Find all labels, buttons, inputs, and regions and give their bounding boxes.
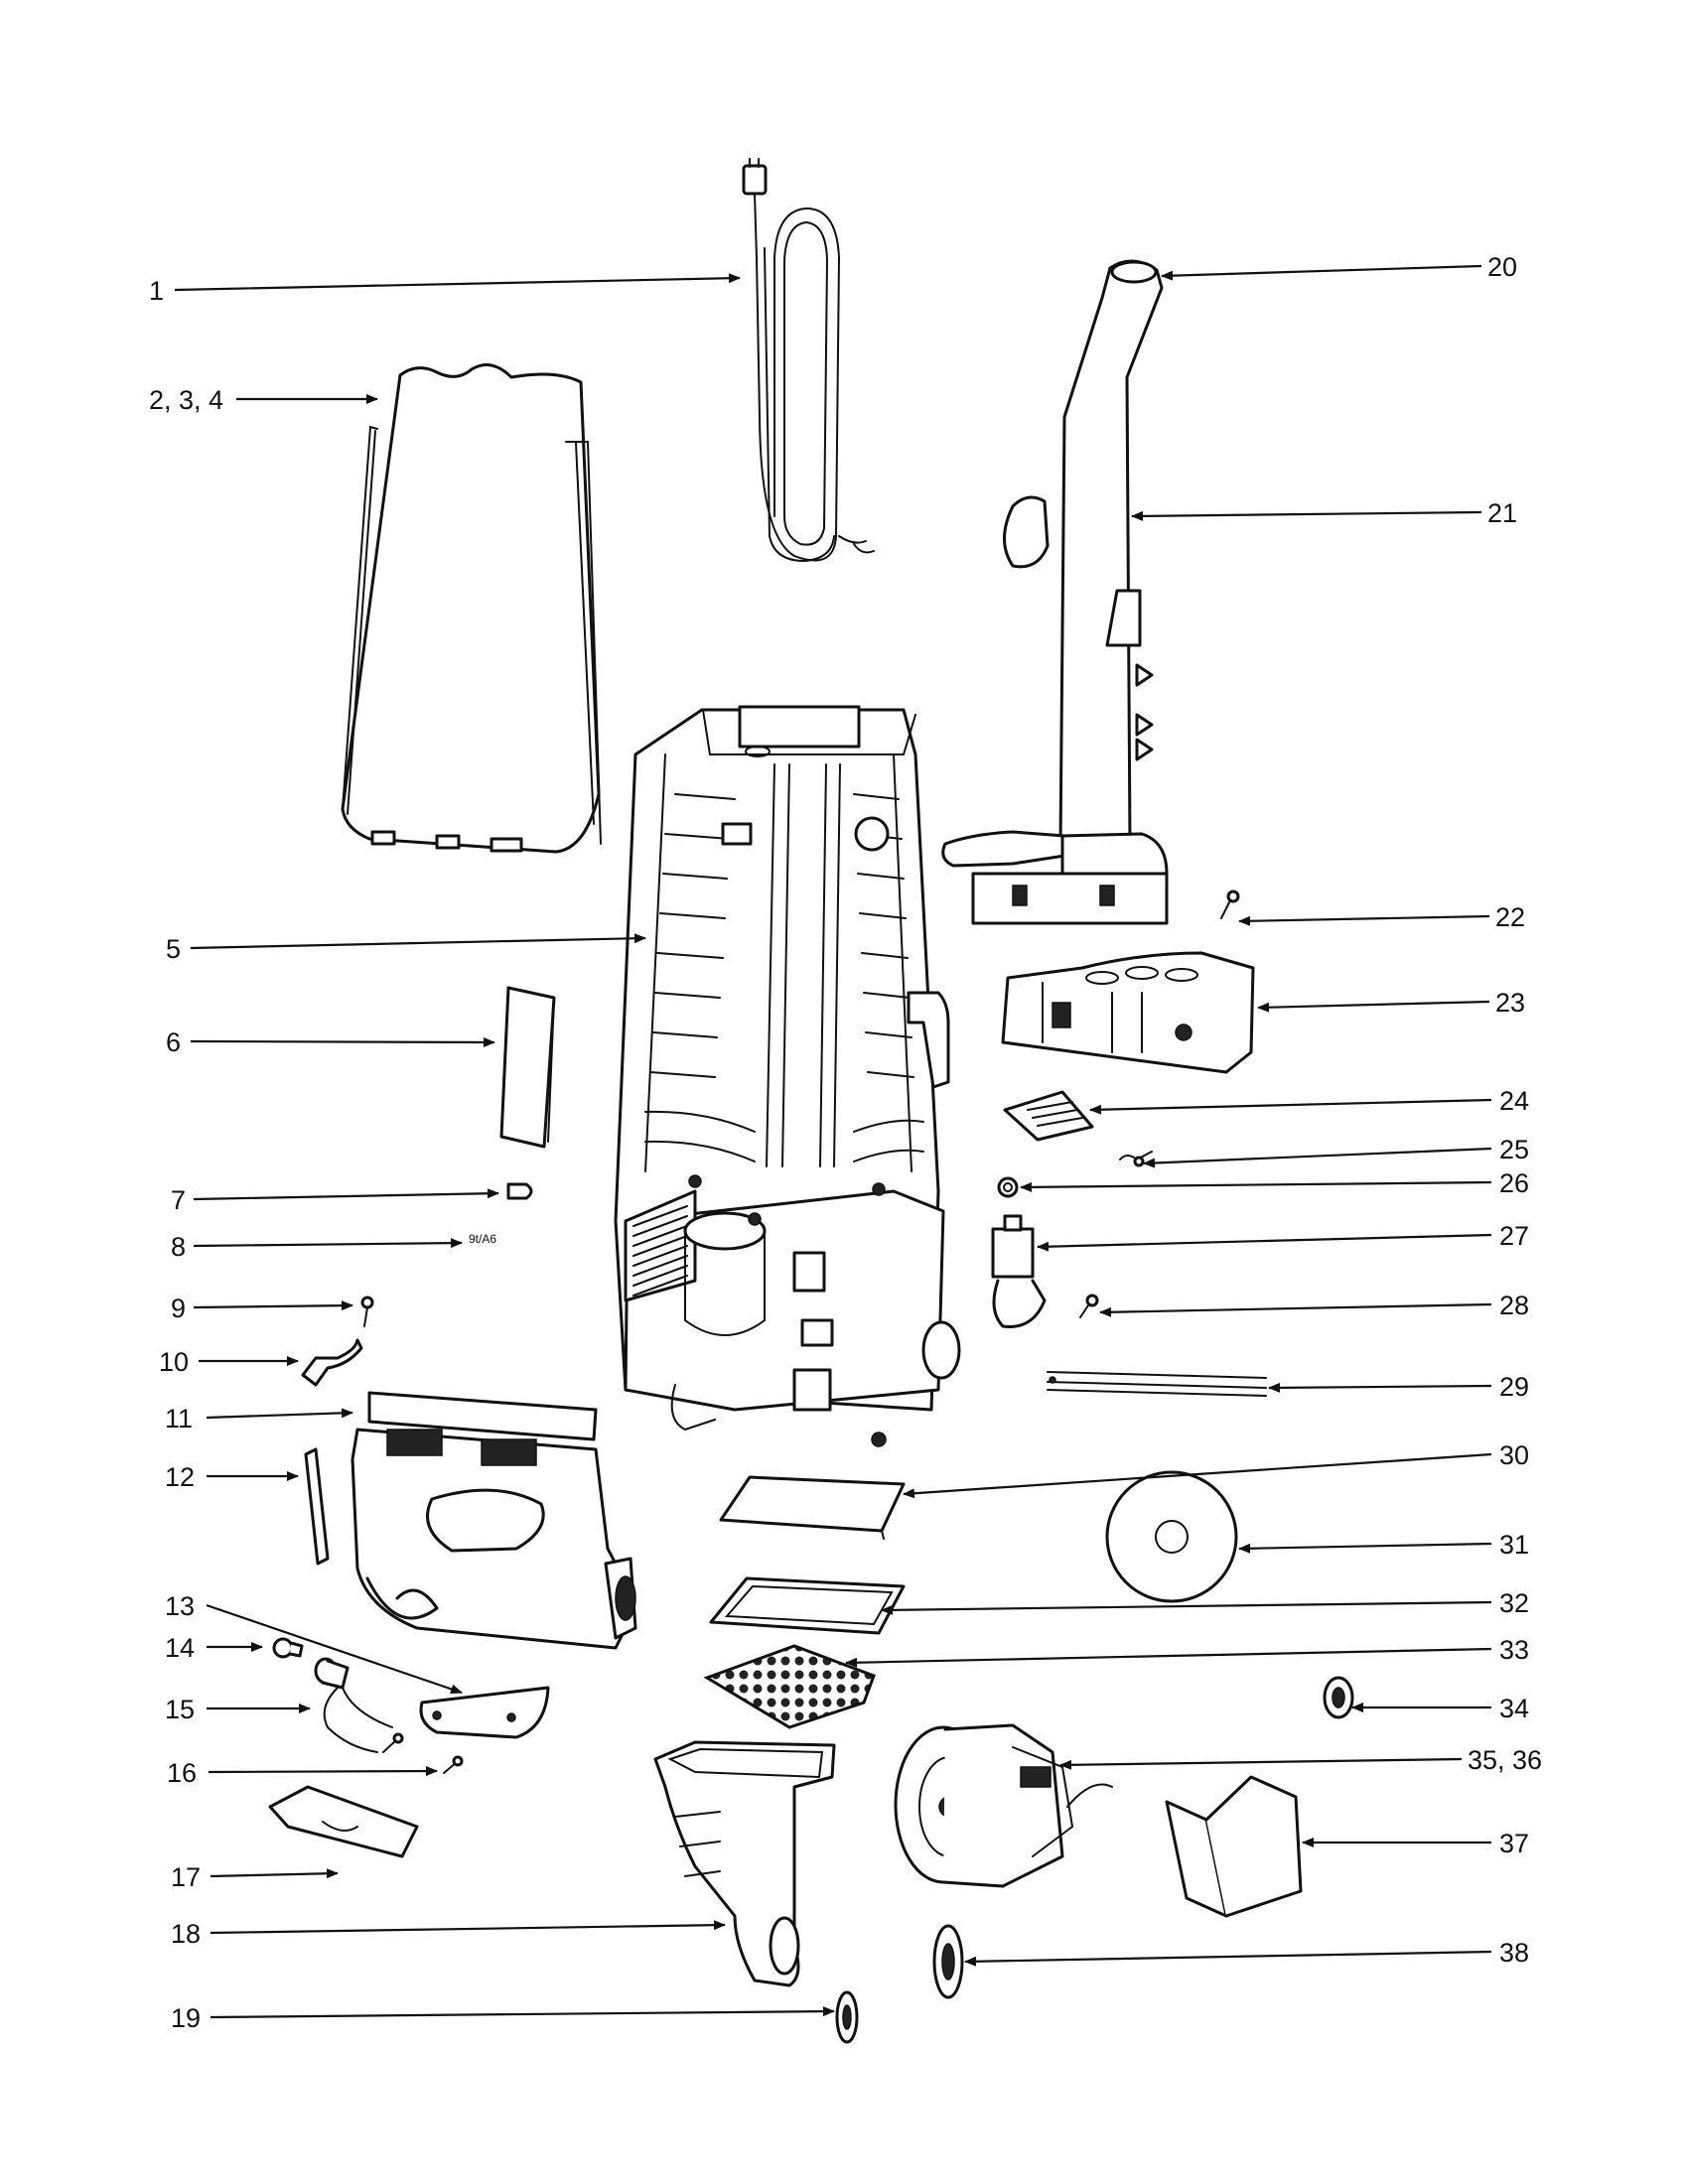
- callout-17: 17: [171, 1862, 201, 1892]
- callout-28: 28: [1499, 1291, 1529, 1320]
- part-22-screw: [1220, 889, 1240, 919]
- callout-26: 26: [1499, 1168, 1529, 1198]
- part-15-lamp-socket: [314, 1657, 393, 1753]
- part-30-filter-plate: [719, 1475, 906, 1540]
- callout-27: 27: [1499, 1221, 1529, 1251]
- callout-34: 34: [1499, 1694, 1529, 1723]
- part-18-duct: [653, 1740, 836, 1987]
- callout-1: 1: [149, 276, 164, 306]
- part-29-rods: [1047, 1371, 1267, 1397]
- callout-8: 8: [171, 1232, 186, 1262]
- callout-labels: 1 2, 3, 4 5 6 7 8 9 10 11 12 13 14 15 16…: [149, 252, 1542, 2033]
- part-7-bulb-cap: [506, 1182, 533, 1200]
- callout-5: 5: [166, 934, 181, 964]
- part-20-21-handle: [941, 259, 1169, 925]
- part-16-screws: [382, 1732, 464, 1774]
- part-12-side-strip: [304, 1447, 330, 1566]
- part-33-mesh-filter: [703, 1644, 876, 1729]
- callout-14: 14: [165, 1633, 195, 1663]
- callout-11: 11: [165, 1404, 193, 1433]
- part-14-bulb: [272, 1637, 304, 1659]
- callout-35-36: 35, 36: [1468, 1745, 1542, 1775]
- part-9-screw: [360, 1296, 374, 1327]
- callout-21: 21: [1487, 498, 1517, 528]
- part-23-upper-housing: [1001, 951, 1255, 1074]
- callout-37: 37: [1499, 1829, 1529, 1858]
- part-2-3-4-cover-panel: [341, 363, 602, 854]
- part-38-gasket: [932, 1924, 964, 1999]
- leader-lines: [174, 264, 1492, 2019]
- part-27-switch: [991, 1214, 1047, 1328]
- part-5-main-housing: [614, 705, 961, 1447]
- part-31-disc: [1105, 1470, 1238, 1603]
- part-37-bracket-box: [1165, 1775, 1303, 1918]
- part-24-grille: [1003, 1090, 1094, 1142]
- part-1-power-cord: [742, 158, 875, 563]
- part-8-label-decal: 9t/A6: [469, 1232, 496, 1246]
- part-11-front-housing: [351, 1391, 637, 1650]
- callout-31: 31: [1499, 1530, 1529, 1560]
- callout-32: 32: [1499, 1588, 1529, 1618]
- callout-23: 23: [1495, 988, 1525, 1018]
- callout-12: 12: [165, 1462, 195, 1492]
- callout-25: 25: [1499, 1135, 1529, 1164]
- callout-19: 19: [171, 2003, 201, 2033]
- callout-13: 13: [165, 1591, 195, 1621]
- part-10-bracket: [301, 1338, 363, 1387]
- callout-22: 22: [1495, 902, 1525, 932]
- callout-6: 6: [166, 1027, 181, 1057]
- part-26-nut: [997, 1176, 1019, 1198]
- callout-7: 7: [171, 1185, 186, 1215]
- callout-16: 16: [167, 1758, 197, 1788]
- callout-29: 29: [1499, 1372, 1529, 1402]
- callout-38: 38: [1499, 1938, 1529, 1968]
- part-13-bumper-trim: [419, 1686, 550, 1739]
- callout-20: 20: [1487, 252, 1517, 282]
- part-6-filter: [499, 986, 556, 1149]
- callout-15: 15: [165, 1695, 195, 1724]
- callout-33: 33: [1499, 1635, 1529, 1665]
- part-35-36-motor: [894, 1723, 1113, 1888]
- callout-30: 30: [1499, 1440, 1529, 1470]
- part-17-pad: [268, 1785, 419, 1858]
- callout-9: 9: [171, 1294, 186, 1323]
- part-28-screw: [1079, 1294, 1099, 1318]
- part-19-washer: [835, 1990, 859, 2044]
- callout-2-3-4: 2, 3, 4: [149, 385, 223, 415]
- part-34-grommet: [1323, 1676, 1354, 1719]
- callout-18: 18: [171, 1919, 201, 1949]
- part-25-spring: [1119, 1151, 1153, 1167]
- callout-24: 24: [1499, 1086, 1529, 1116]
- part-32-frame: [709, 1576, 906, 1635]
- callout-10: 10: [159, 1347, 189, 1377]
